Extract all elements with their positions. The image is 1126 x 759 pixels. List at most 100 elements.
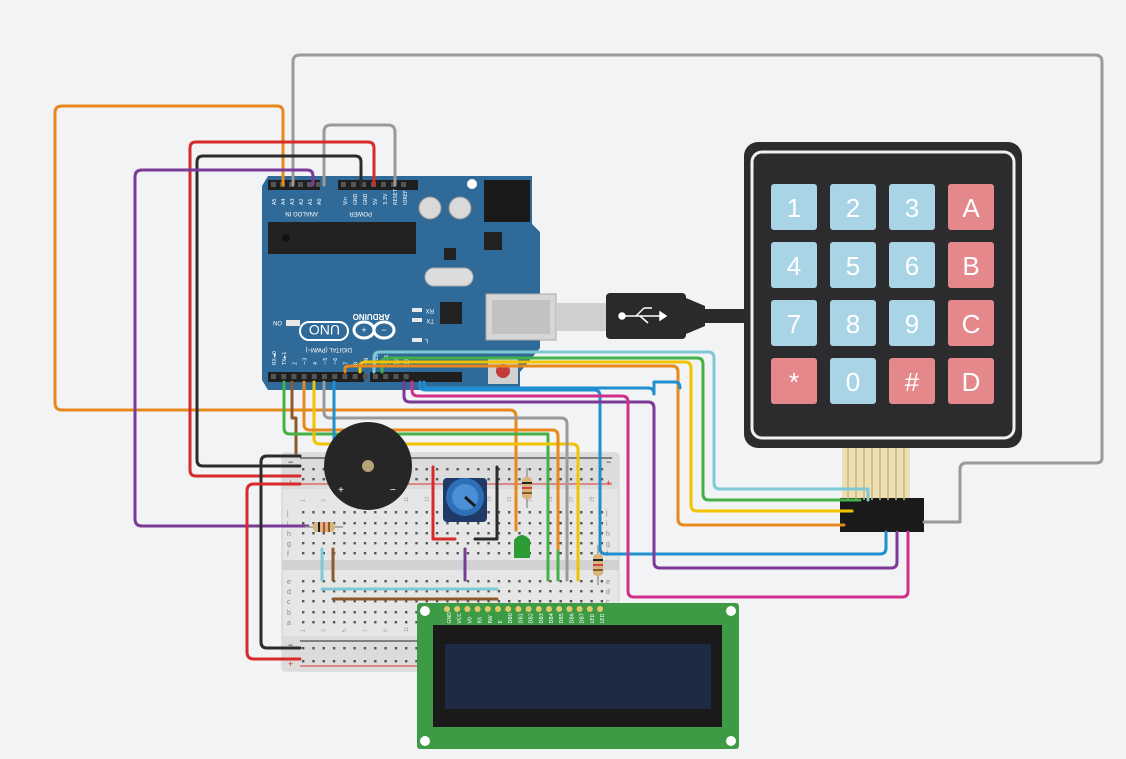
breadboard-hole[interactable] — [322, 580, 325, 583]
breadboard-hole[interactable] — [312, 468, 315, 471]
lcd-pin[interactable] — [546, 606, 552, 612]
lcd-pin[interactable] — [566, 606, 573, 612]
breadboard-hole[interactable] — [569, 542, 573, 545]
lcd-pin[interactable] — [474, 606, 481, 612]
digital-pin-socket[interactable] — [383, 374, 389, 379]
breadboard-hole[interactable] — [497, 532, 501, 535]
digital-pin-socket[interactable] — [322, 374, 327, 379]
breadboard-hole[interactable] — [497, 590, 501, 593]
breadboard-hole[interactable] — [425, 580, 428, 583]
breadboard-hole[interactable] — [435, 522, 439, 525]
breadboard-hole[interactable] — [590, 552, 593, 555]
breadboard-hole[interactable] — [435, 478, 439, 481]
breadboard-hole[interactable] — [456, 600, 459, 603]
breadboard-hole[interactable] — [302, 468, 305, 471]
breadboard-hole[interactable] — [497, 580, 501, 583]
breadboard-hole[interactable] — [538, 532, 542, 535]
breadboard-hole[interactable] — [353, 522, 356, 525]
breadboard-hole[interactable] — [332, 590, 336, 593]
breadboard-hole[interactable] — [435, 600, 439, 603]
breadboard-hole[interactable] — [435, 552, 439, 555]
breadboard-hole[interactable] — [569, 468, 573, 471]
breadboard-hole[interactable] — [446, 468, 449, 471]
digital-pin-socket[interactable] — [281, 374, 287, 379]
breadboard-hole[interactable] — [332, 511, 336, 514]
breadboard-hole[interactable] — [600, 511, 604, 514]
breadboard-hole[interactable] — [518, 511, 521, 514]
lcd-pin[interactable] — [576, 606, 583, 612]
lcd-pin[interactable] — [525, 606, 532, 612]
breadboard-hole[interactable] — [528, 511, 531, 514]
breadboard-hole[interactable] — [456, 468, 459, 471]
breadboard-hole[interactable] — [415, 590, 418, 593]
breadboard-hole[interactable] — [332, 542, 336, 545]
breadboard-hole[interactable] — [415, 532, 418, 535]
breadboard-hole[interactable] — [343, 590, 346, 593]
breadboard-hole[interactable] — [477, 522, 480, 525]
breadboard-hole[interactable] — [559, 580, 562, 583]
breadboard-hole[interactable] — [559, 590, 562, 593]
breadboard-hole[interactable] — [508, 532, 511, 535]
breadboard-hole[interactable] — [559, 600, 562, 603]
keypad-key-6[interactable]: 6 — [889, 242, 935, 288]
breadboard-hole[interactable] — [569, 552, 573, 555]
breadboard-hole[interactable] — [518, 590, 521, 593]
breadboard-hole[interactable] — [363, 532, 367, 535]
breadboard-hole[interactable] — [549, 522, 552, 525]
breadboard-hole[interactable] — [302, 580, 305, 583]
breadboard-hole[interactable] — [466, 468, 470, 471]
breadboard-hole[interactable] — [508, 468, 511, 471]
breadboard-hole[interactable] — [487, 580, 490, 583]
breadboard-hole[interactable] — [559, 468, 562, 471]
breadboard-hole[interactable] — [312, 542, 315, 545]
breadboard-hole[interactable] — [446, 600, 449, 603]
breadboard-hole[interactable] — [590, 590, 593, 593]
breadboard-hole[interactable] — [302, 542, 305, 545]
breadboard-hole[interactable] — [456, 580, 459, 583]
keypad-key-3[interactable]: 3 — [889, 184, 935, 230]
breadboard-hole[interactable] — [590, 468, 593, 471]
breadboard-hole[interactable] — [394, 647, 398, 650]
breadboard-hole[interactable] — [487, 590, 490, 593]
breadboard-hole[interactable] — [363, 600, 367, 603]
breadboard-hole[interactable] — [538, 478, 542, 481]
breadboard-hole[interactable] — [497, 552, 501, 555]
breadboard-hole[interactable] — [363, 552, 367, 555]
breadboard-hole[interactable] — [363, 511, 367, 514]
keypad-key-8[interactable]: 8 — [830, 300, 876, 346]
breadboard-hole[interactable] — [456, 590, 459, 593]
breadboard-hole[interactable] — [518, 522, 521, 525]
breadboard-hole[interactable] — [374, 600, 377, 603]
breadboard-hole[interactable] — [302, 532, 305, 535]
breadboard-hole[interactable] — [353, 542, 356, 545]
breadboard-hole[interactable] — [405, 522, 408, 525]
breadboard-hole[interactable] — [353, 532, 356, 535]
keypad-key-2[interactable]: 2 — [830, 184, 876, 230]
lcd-pin[interactable] — [505, 606, 512, 612]
breadboard-hole[interactable] — [508, 542, 511, 545]
breadboard-hole[interactable] — [302, 511, 305, 514]
breadboard-hole[interactable] — [518, 478, 521, 481]
breadboard-hole[interactable] — [559, 478, 562, 481]
breadboard-hole[interactable] — [322, 552, 325, 555]
lcd-pin[interactable] — [586, 606, 593, 612]
breadboard-hole[interactable] — [477, 468, 480, 471]
breadboard-hole[interactable] — [322, 468, 325, 471]
keypad-key-1[interactable]: 1 — [771, 184, 817, 230]
breadboard-hole[interactable] — [405, 600, 408, 603]
led-green[interactable] — [514, 535, 530, 558]
breadboard-hole[interactable] — [518, 532, 521, 535]
breadboard-hole[interactable] — [580, 511, 583, 514]
breadboard-hole[interactable] — [466, 600, 470, 603]
breadboard-hole[interactable] — [302, 621, 305, 624]
breadboard-hole[interactable] — [332, 611, 336, 614]
breadboard-hole[interactable] — [580, 600, 583, 603]
breadboard-hole[interactable] — [508, 478, 511, 481]
breadboard-hole[interactable] — [477, 542, 480, 545]
breadboard-hole[interactable] — [549, 580, 552, 583]
breadboard-hole[interactable] — [559, 532, 562, 535]
breadboard-hole[interactable] — [590, 522, 593, 525]
breadboard-hole[interactable] — [384, 552, 387, 555]
